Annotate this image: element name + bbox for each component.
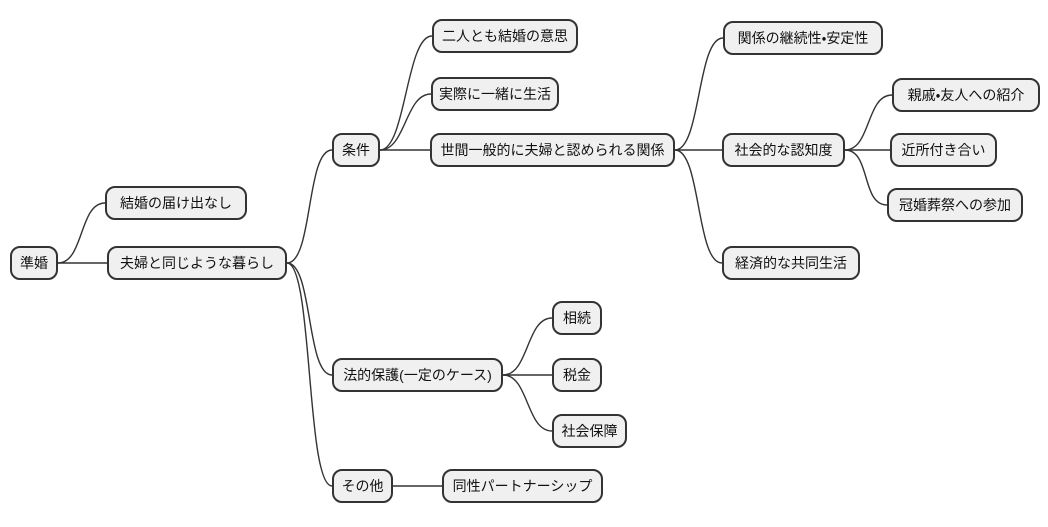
- edge-root-to-no-marriage-registration: [57, 202, 106, 264]
- node-relatives-friends-introduction: 親戚・友人への紹介: [892, 78, 1040, 112]
- edge-couple-like-living-to-conditions: [286, 149, 333, 264]
- node-ceremonial-occasions-participation: 冠婚葬祭への参加: [887, 188, 1023, 222]
- edge-publicly-recognized-to-economic-shared-living: [674, 149, 723, 264]
- node-legal-protection: 法的保護(一定のケース): [332, 358, 503, 392]
- node-publicly-recognized-relationship: 世間一般的に夫婦と認められる関係: [430, 133, 675, 167]
- node-no-marriage-registration: 結婚の届け出なし: [105, 186, 247, 220]
- node-inheritance: 相続: [552, 301, 602, 335]
- edge-conditions-to-actually-living-together: [379, 93, 432, 151]
- node-tax: 税金: [552, 358, 602, 392]
- node-same-sex-partnership: 同性パートナーシップ: [442, 469, 603, 503]
- node-neighborhood-relations: 近所付き合い: [890, 133, 997, 167]
- node-root: 準婚: [10, 246, 58, 280]
- node-actually-living-together: 実際に一緒に生活: [431, 77, 559, 111]
- edge-social-recognition-to-ceremonial-participation: [844, 149, 888, 206]
- node-economic-shared-living: 経済的な共同生活: [722, 246, 860, 280]
- node-relationship-continuity-stability: 関係の継続性・安定性: [723, 21, 883, 55]
- node-mutual-marriage-intent: 二人とも結婚の意思: [432, 19, 578, 53]
- edge-social-recognition-to-relatives-friends-introduction: [844, 94, 893, 151]
- node-social-security: 社会保障: [552, 414, 627, 448]
- edge-legal-protection-to-social-security: [502, 374, 553, 432]
- node-others: その他: [332, 469, 393, 503]
- edge-conditions-to-mutual-marriage-intent: [379, 35, 433, 151]
- node-social-recognition: 社会的な認知度: [722, 133, 845, 167]
- node-conditions: 条件: [332, 133, 380, 167]
- edge-couple-like-living-to-legal-protection: [286, 262, 333, 376]
- edge-legal-protection-to-inheritance: [502, 317, 553, 376]
- edge-publicly-recognized-to-continuity-stability: [674, 37, 724, 151]
- node-couple-like-living: 夫婦と同じような暮らし: [107, 246, 287, 280]
- edge-couple-like-living-to-others: [286, 262, 333, 487]
